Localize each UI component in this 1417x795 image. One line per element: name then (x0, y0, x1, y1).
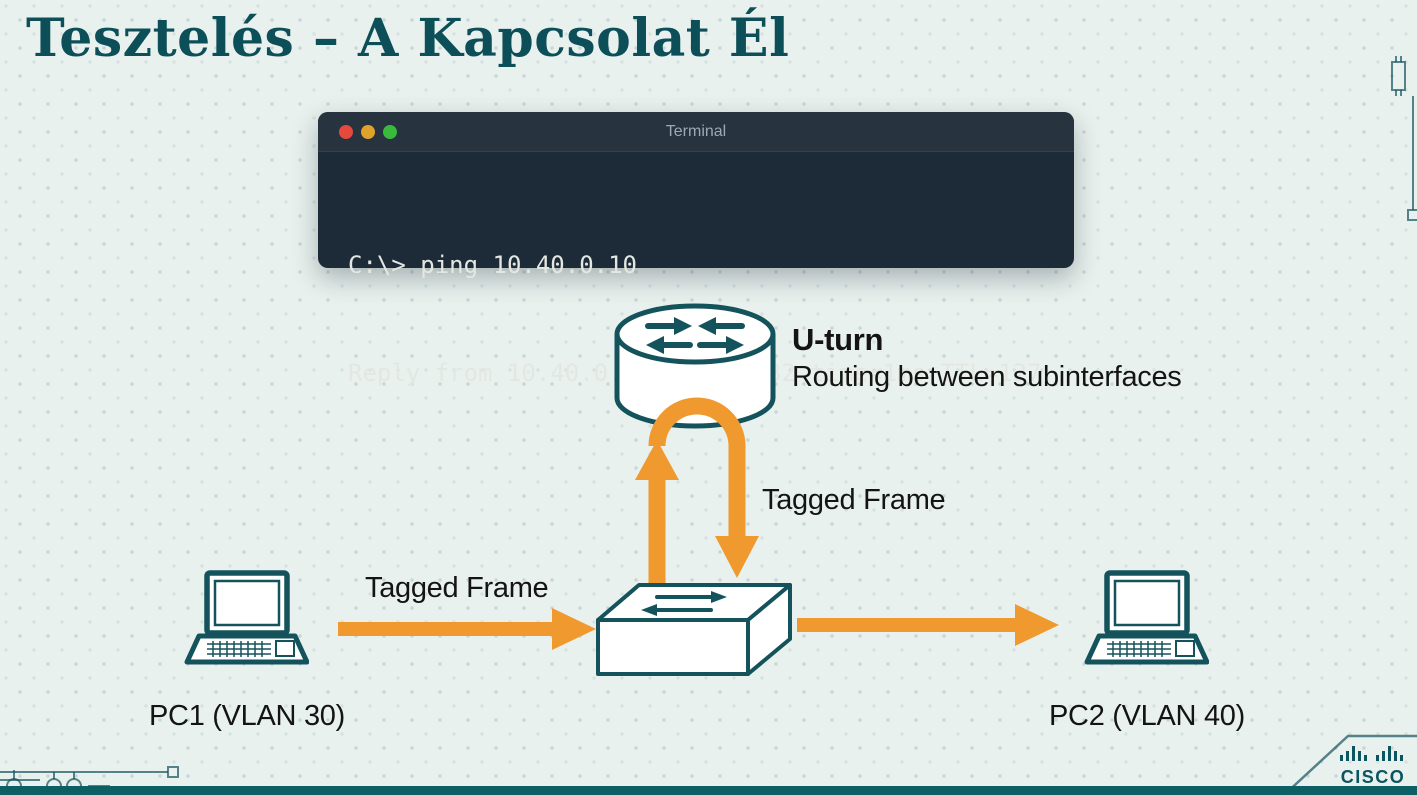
arrow-switch-to-pc2 (797, 604, 1059, 646)
u-turn-annotation-title: U-turn (792, 322, 884, 357)
terminal-window: Terminal C:\> ping 10.40.0.10 Reply from… (318, 112, 1074, 387)
terminal-titlebar: Terminal (318, 112, 1074, 152)
tagged-frame-label-horizontal: Tagged Frame (365, 572, 549, 604)
tagged-frame-label-vertical: Tagged Frame (762, 484, 946, 516)
cisco-logo-text: CISCO (1340, 767, 1406, 787)
u-turn-arrow (635, 397, 759, 594)
terminal-title: Terminal (665, 122, 727, 140)
cisco-logo-bars (1340, 746, 1403, 761)
terminal-line: C:\> ping 10.40.0.10 (348, 251, 637, 279)
arrowhead-up (635, 440, 679, 480)
pc2-label: PC2 (VLAN 40) (1049, 700, 1245, 732)
page-title: Tesztelés – A Kapcsolat Él (26, 8, 790, 69)
pc1-label: PC1 (VLAN 30) (149, 700, 345, 732)
pc2-laptop-icon (1084, 570, 1209, 665)
switch-arrows (641, 591, 727, 616)
cisco-logo: CISCO (1333, 742, 1413, 788)
router-icon (614, 303, 776, 429)
arrow-pc1-to-switch (338, 608, 596, 650)
maximize-button[interactable] (383, 125, 397, 139)
arrowhead-down (715, 536, 759, 578)
u-turn-annotation-subtitle: Routing between subinterfaces (792, 361, 1182, 393)
pc1-laptop-icon (184, 570, 309, 665)
switch-icon (596, 583, 792, 676)
minimize-button[interactable] (361, 125, 375, 139)
bottom-accent-bar (0, 786, 1417, 795)
close-button[interactable] (339, 125, 353, 139)
router-arrows (645, 317, 745, 354)
